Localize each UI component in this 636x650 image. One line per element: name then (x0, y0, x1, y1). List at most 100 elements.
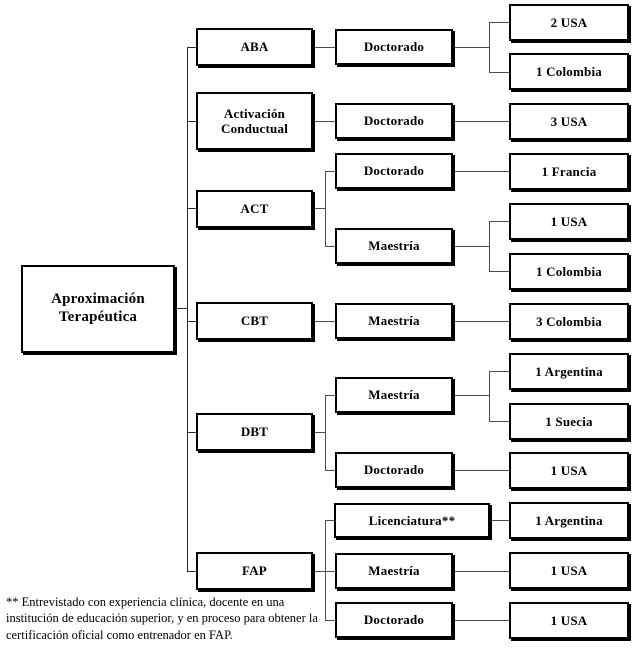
connector-act-split (325, 171, 326, 246)
count-label: 1 Argentina (535, 512, 603, 528)
degree-label: Doctorado (363, 462, 425, 478)
connector-abadoc-split (489, 22, 490, 72)
connector-actmae-c6 (489, 271, 509, 272)
count-label: 1 USA (550, 612, 588, 628)
connector-fap-doctorado (325, 620, 335, 621)
connector-actmae-split (489, 221, 490, 271)
connector-fap-maestria (325, 571, 335, 572)
count-node-c5[interactable]: 1 USA (509, 203, 629, 240)
connector-trunk-fap (187, 571, 196, 572)
approach-node-dbt[interactable]: DBT (196, 413, 313, 451)
connector-dbt-out (313, 432, 325, 433)
degree-node-act-doctorado[interactable]: Doctorado (335, 153, 453, 189)
degree-node-act-maestria[interactable]: Maestría (335, 228, 453, 264)
degree-label: Maestría (368, 563, 420, 579)
connector-trunk-act (187, 208, 196, 209)
count-node-c8[interactable]: 1 Argentina (509, 353, 629, 390)
degree-node-fap-maestria[interactable]: Maestría (335, 553, 453, 589)
root-node-label: Aproximación Terapéutica (51, 291, 145, 325)
connector-root-out (175, 308, 187, 309)
degree-node-dbt-doctorado[interactable]: Doctorado (335, 452, 453, 488)
connector-trunk-activacion (187, 121, 196, 122)
connector-dbtmae-c8 (489, 371, 509, 372)
degree-label: Doctorado (363, 113, 425, 129)
count-label: 3 Colombia (536, 313, 602, 329)
connector-fapmae-c12 (453, 571, 509, 572)
connector-abadoc-c2 (489, 72, 509, 73)
degree-label: Licenciatura** (368, 512, 456, 528)
connector-activaciondoc-c3 (453, 121, 509, 122)
connector-fap-licenciatura (325, 520, 335, 521)
count-node-c9[interactable]: 1 Suecia (509, 403, 629, 440)
count-node-c4[interactable]: 1 Francia (509, 153, 629, 190)
degree-label: Doctorado (363, 163, 425, 179)
approach-label: CBT (240, 313, 269, 329)
connector-fap-split (325, 520, 326, 620)
count-label: 1 Colombia (536, 63, 602, 79)
connector-actmae-out (453, 246, 489, 247)
approach-node-fap[interactable]: FAP (196, 552, 313, 590)
approach-label: Activación Conductual (220, 105, 289, 136)
count-label: 1 USA (550, 562, 588, 578)
approach-label: ACT (240, 201, 269, 217)
count-label: 1 Argentina (535, 363, 603, 379)
count-node-c2[interactable]: 1 Colombia (509, 53, 629, 90)
degree-label: Maestría (368, 387, 420, 403)
count-node-c11[interactable]: 1 Argentina (509, 502, 629, 539)
connector-trunk (187, 47, 188, 571)
degree-node-fap-licenciatura[interactable]: Licenciatura** (334, 503, 490, 538)
approach-node-activacion-conductual[interactable]: Activación Conductual (196, 92, 313, 150)
connector-dbt-split (325, 395, 326, 470)
degree-label: Maestría (368, 238, 420, 254)
count-node-c7[interactable]: 3 Colombia (509, 303, 629, 340)
degree-node-aba-doctorado[interactable]: Doctorado (335, 29, 453, 65)
degree-node-fap-doctorado[interactable]: Doctorado (335, 602, 453, 638)
connector-dbt-doctorado (325, 470, 335, 471)
connector-faplic-c11 (490, 520, 509, 521)
approach-label: FAP (242, 563, 267, 579)
count-node-c10[interactable]: 1 USA (509, 452, 629, 489)
approach-label: ABA (240, 39, 269, 55)
count-node-c13[interactable]: 1 USA (509, 602, 629, 639)
connector-actmae-c5 (489, 221, 509, 222)
degree-node-activacion-doctorado[interactable]: Doctorado (335, 103, 453, 139)
count-label: 1 USA (550, 462, 588, 478)
count-label: 1 Suecia (545, 413, 593, 429)
footnote-text: ** Entrevistado con experiencia clínica,… (6, 595, 318, 642)
connector-act-out (313, 208, 325, 209)
connector-cbtmae-c7 (453, 321, 509, 322)
approach-node-cbt[interactable]: CBT (196, 302, 313, 340)
connector-cbt-maestria (313, 321, 335, 322)
count-node-c1[interactable]: 2 USA (509, 4, 629, 41)
count-label: 3 USA (550, 113, 588, 129)
count-node-c3[interactable]: 3 USA (509, 103, 629, 140)
connector-act-doctorado (325, 171, 335, 172)
connector-trunk-aba (187, 47, 196, 48)
count-label: 1 Francia (541, 163, 597, 179)
degree-label: Doctorado (363, 612, 425, 628)
connector-abadoc-c1 (489, 22, 509, 23)
count-label: 1 Colombia (536, 263, 602, 279)
approach-node-act[interactable]: ACT (196, 190, 313, 228)
connector-dbtdoc-c10 (453, 470, 509, 471)
connector-dbt-maestria (325, 395, 335, 396)
approach-label: DBT (240, 424, 269, 440)
connector-activacion-doctorado (313, 121, 335, 122)
connector-dbtmae-split (489, 371, 490, 421)
degree-label: Doctorado (363, 39, 425, 55)
connector-aba-doctorado (313, 47, 335, 48)
count-node-c6[interactable]: 1 Colombia (509, 253, 629, 290)
degree-node-cbt-maestria[interactable]: Maestría (335, 303, 453, 339)
count-node-c12[interactable]: 1 USA (509, 552, 629, 589)
connector-actdoc-c4 (453, 171, 509, 172)
root-node-aproximacion-terapeutica[interactable]: Aproximación Terapéutica (21, 265, 175, 353)
degree-node-dbt-maestria[interactable]: Maestría (335, 377, 453, 413)
connector-act-maestria (325, 246, 335, 247)
count-label: 2 USA (550, 14, 588, 30)
connector-dbtmae-out (453, 395, 489, 396)
approach-node-aba[interactable]: ABA (196, 28, 313, 66)
degree-label: Maestría (368, 313, 420, 329)
connector-fapdoc-c13 (453, 620, 509, 621)
count-label: 1 USA (550, 213, 588, 229)
